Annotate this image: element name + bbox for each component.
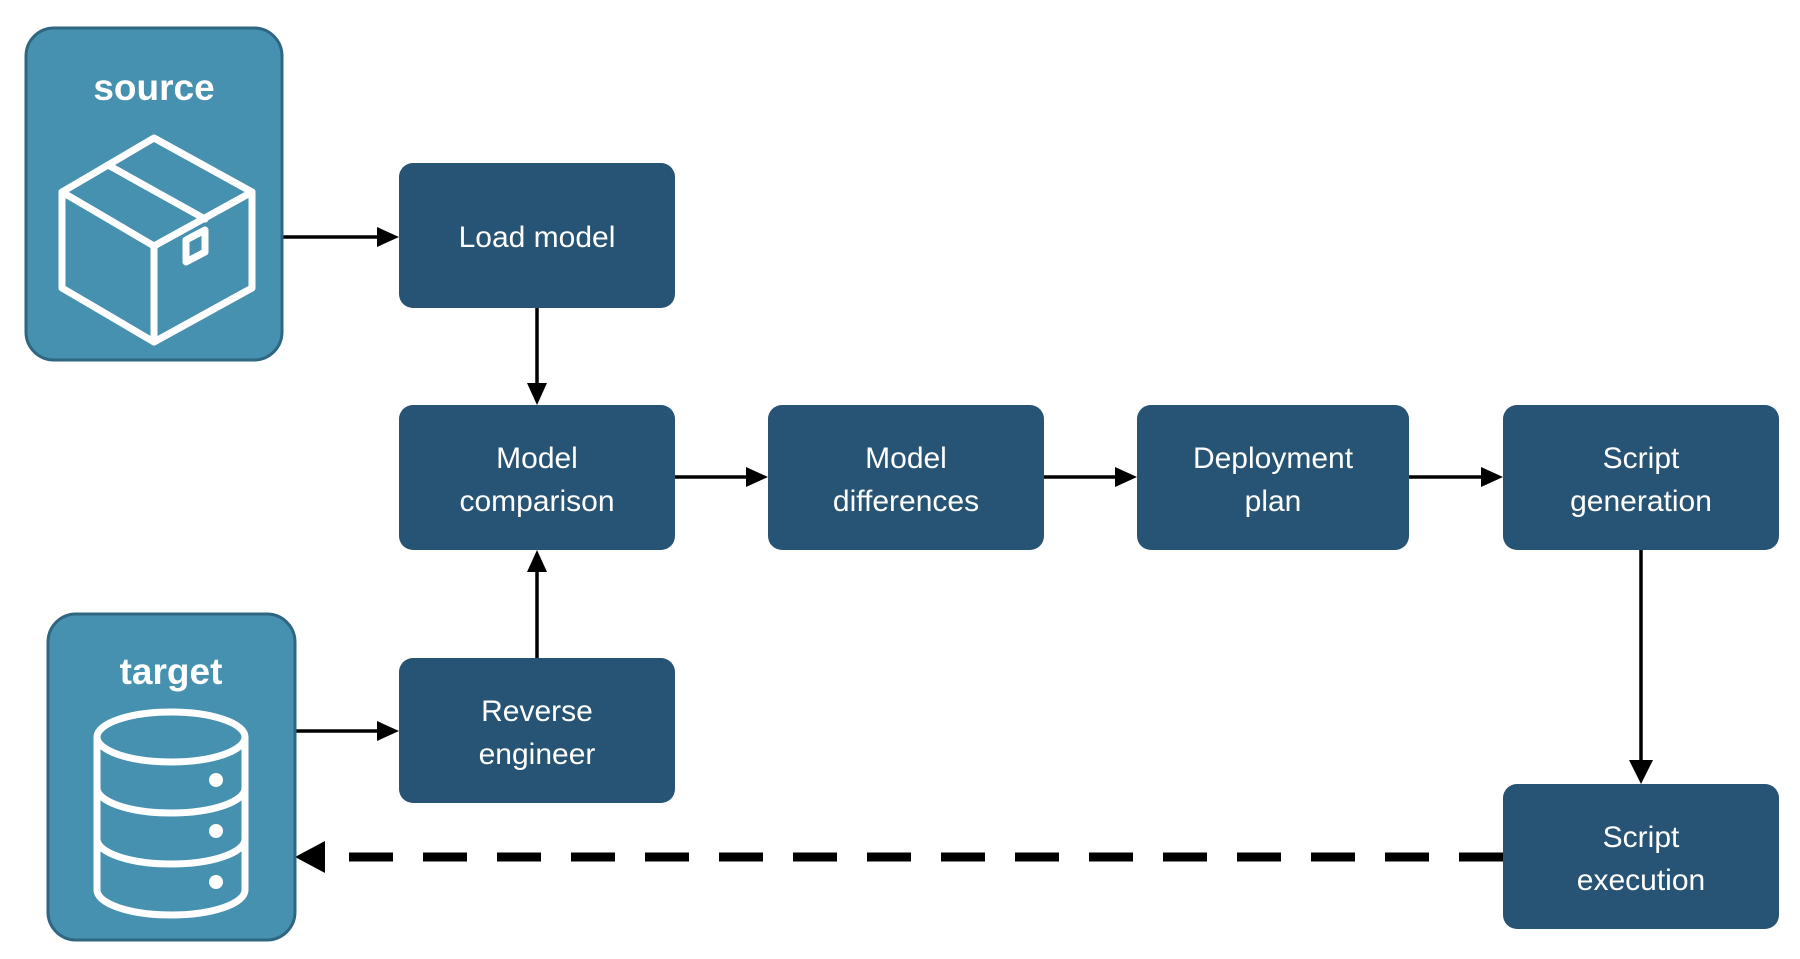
- process-node-model-comparison[interactable]: Model comparison: [399, 405, 675, 550]
- script-generation-box[interactable]: [1503, 405, 1779, 550]
- connector-script-generation-to-script-execution: [1629, 550, 1653, 784]
- process-node-deployment-plan[interactable]: Deployment plan: [1137, 405, 1409, 550]
- process-node-script-generation[interactable]: Script generation: [1503, 405, 1779, 550]
- model-differences-label-line-1: Model: [865, 442, 947, 475]
- reverse-engineer-label-line-1: Reverse: [481, 695, 593, 728]
- deployment-plan-label-line-2: plan: [1245, 485, 1302, 518]
- connector-model-comparison-to-model-differences: [675, 467, 768, 487]
- connector-script-execution-to-target: [295, 841, 1503, 873]
- process-node-reverse-engineer[interactable]: Reverse engineer: [399, 658, 675, 803]
- connector-load-model-to-model-comparison: [527, 308, 547, 405]
- model-comparison-box[interactable]: [399, 405, 675, 550]
- package-cube-icon: [58, 134, 256, 346]
- target-label: target: [120, 651, 223, 692]
- process-node-load-model[interactable]: Load model: [399, 163, 675, 308]
- script-execution-label-line-1: Script: [1603, 821, 1680, 854]
- model-differences-box[interactable]: [768, 405, 1044, 550]
- process-node-script-execution[interactable]: Script execution: [1503, 784, 1779, 929]
- source-label: source: [93, 67, 214, 108]
- connector-reverse-engineer-to-model-comparison: [527, 550, 547, 658]
- connector-model-differences-to-deployment-plan: [1044, 467, 1137, 487]
- model-comparison-label-line-1: Model: [496, 442, 578, 475]
- reverse-engineer-label-line-2: engineer: [479, 738, 596, 771]
- endpoint-source[interactable]: source: [24, 26, 284, 362]
- script-generation-label-line-1: Script: [1603, 442, 1680, 475]
- script-execution-box[interactable]: [1503, 784, 1779, 929]
- connector-target-to-reverse-engineer: [295, 721, 399, 741]
- reverse-engineer-box[interactable]: [399, 658, 675, 803]
- deployment-plan-box[interactable]: [1137, 405, 1409, 550]
- endpoint-target[interactable]: target: [46, 612, 297, 942]
- model-comparison-label-line-2: comparison: [459, 485, 614, 518]
- connector-source-to-load-model: [282, 227, 399, 247]
- model-differences-label-line-2: differences: [833, 485, 979, 518]
- connector-deployment-plan-to-script-generation: [1409, 467, 1503, 487]
- script-execution-label-line-2: execution: [1577, 864, 1705, 897]
- connector-layer: [282, 227, 1653, 873]
- database-cylinder-icon: [93, 708, 249, 919]
- load-model-box[interactable]: [399, 163, 675, 308]
- script-generation-label-line-2: generation: [1570, 485, 1712, 518]
- target-container[interactable]: [46, 612, 297, 942]
- process-node-model-differences[interactable]: Model differences: [768, 405, 1044, 550]
- load-model-label-line-1: Load model: [459, 221, 616, 254]
- deployment-plan-label-line-1: Deployment: [1193, 442, 1354, 475]
